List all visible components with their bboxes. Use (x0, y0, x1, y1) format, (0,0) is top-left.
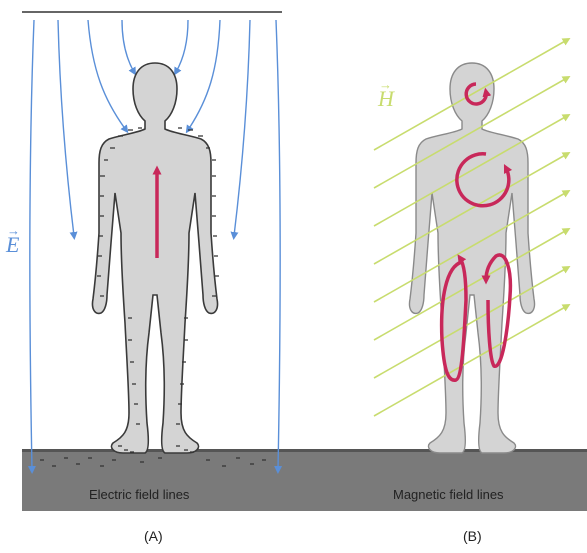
e-field-line (234, 20, 250, 236)
panel-a-label: (A) (144, 528, 163, 544)
e-field-line (276, 20, 280, 470)
vector-arrow-icon: → (379, 77, 392, 93)
electric-field-symbol: → E (6, 232, 19, 258)
e-field-line (88, 20, 126, 130)
human-body-b (409, 63, 534, 453)
human-body-a (92, 63, 217, 453)
panel-b-label: (B) (463, 528, 482, 544)
e-field-line (58, 20, 74, 236)
vector-arrow-icon: → (7, 223, 20, 239)
e-field-line (30, 20, 34, 470)
ground-slab (22, 451, 587, 511)
e-field-line (188, 20, 220, 130)
electric-field-lines-label: Electric field lines (89, 487, 189, 502)
magnetic-field-symbol: → H (378, 86, 394, 112)
magnetic-field-lines-label: Magnetic field lines (393, 487, 504, 502)
e-field-line (122, 20, 134, 72)
e-field-line (176, 20, 188, 72)
panel-a (30, 20, 280, 470)
panel-b (374, 40, 567, 453)
